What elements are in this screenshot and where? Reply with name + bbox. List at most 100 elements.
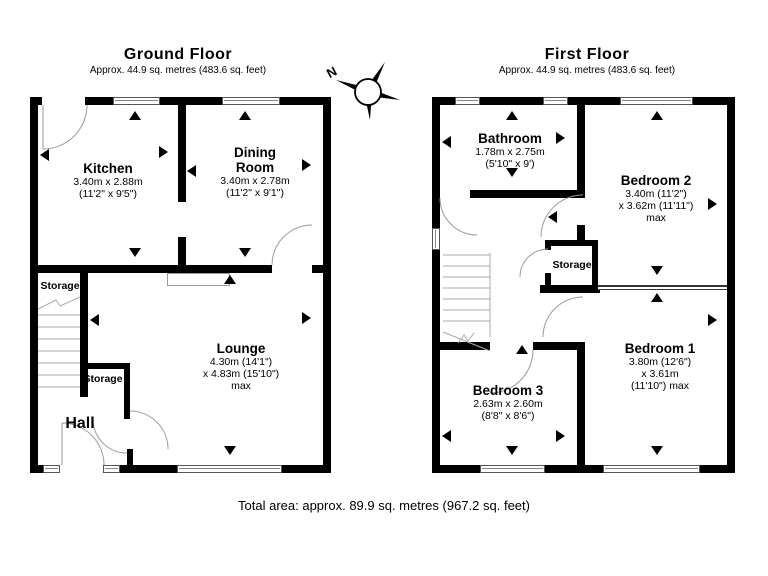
measure-arrow-icon [129,248,141,257]
first-floor-title: First Floor [544,46,630,63]
measure-arrow-icon [90,314,99,326]
bedroom2-name: Bedroom 2 [620,173,692,188]
measure-arrow-icon [239,248,251,257]
wall-segment [80,273,88,397]
door-arc [519,248,549,278]
wall-segment [127,449,133,465]
wall-segment [545,465,603,473]
measure-arrow-icon [159,146,168,158]
storage-first-floor-label: Storage [552,259,592,271]
bedroom1-dims-imperial: x 3.61m (11'10") max [630,368,690,392]
measure-arrow-icon [556,430,565,442]
thin-partition [598,285,727,290]
lounge-name: Lounge [216,341,266,356]
measure-arrow-icon [442,430,451,442]
window [432,228,440,250]
wall-segment [432,250,440,473]
wall-segment [30,97,38,473]
bathroom-dims-imperial: (5'10" x 9') [485,158,535,170]
bedroom3-dims-metric: 2.63m x 2.60m [473,398,543,410]
door-arc [129,410,169,450]
wall-segment [545,273,551,291]
measure-arrow-icon [224,446,236,455]
door-arc [92,418,128,454]
bathroom-name: Bathroom [478,131,542,146]
window [543,97,568,105]
storage-hall-label: Storage [83,373,123,385]
wall-segment [577,105,585,198]
measure-arrow-icon [506,168,518,177]
measure-arrow-icon [40,149,49,161]
wall-segment [727,97,735,473]
bedroom2-dims-metric: 3.40m (11'2") [625,188,687,200]
bedroom3-dims-imperial: (8'8" x 8'6") [481,410,535,422]
window [620,97,693,105]
door-arc [42,104,88,150]
wall-segment [480,97,543,105]
wall-segment [568,97,620,105]
ground-floor-doors-and-stairs [37,104,313,466]
window [43,465,60,473]
hall-label: Hall [65,415,95,432]
window [103,465,120,473]
bedroom1-label: Bedroom 1 3.80m (12'6") x 3.61m (11'10")… [623,341,698,392]
first-floor-subtitle: Approx. 44.9 sq. metres (483.6 sq. feet) [498,65,676,76]
dining-room-name: Dining Room [234,145,276,175]
wall-segment [432,97,440,228]
staircase [443,254,490,322]
door-arc [489,349,534,394]
staircase [38,314,80,388]
wall-segment [540,285,600,293]
measure-arrow-icon [187,165,196,177]
wall-segment [592,240,598,291]
ground-floor-subtitle: Approx. 44.9 sq. metres (483.6 sq. feet) [89,65,267,76]
bedroom2-dims-imperial: x 3.62m (11'11") max [618,200,694,224]
measure-arrow-icon [302,159,311,171]
wall-segment [693,97,735,105]
wall-segment [577,342,585,465]
window [480,465,545,473]
measure-arrow-icon [651,293,663,302]
wall-segment [80,363,130,369]
bathroom-label: Bathroom 1.78m x 2.75m (5'10" x 9') [475,131,544,170]
kitchen-dims-imperial: (11'2" x 9'5") [79,188,137,200]
kitchen-label: Kitchen 3.40m x 2.88m (11'2" x 9'5") [73,161,142,200]
wall-segment [577,225,585,241]
ground-floor-plan: Kitchen 3.40m x 2.88m (11'2" x 9'5") Din… [30,97,331,473]
wall-segment [470,190,585,198]
wall-segment [312,265,323,273]
measure-arrow-icon [506,111,518,120]
compass-circle [354,78,382,106]
wall-segment [38,265,272,273]
lounge-dims-metric: 4.30m (14'1") [209,356,273,368]
measure-arrow-icon [302,312,311,324]
bedroom1-dims-metric: 3.80m (12'6") [628,356,692,368]
front-door-arc [61,422,105,466]
wall-segment [280,97,331,105]
wall-segment [323,97,331,473]
stair-break-line [37,296,81,310]
first-floor-doors-and-stairs [439,194,584,394]
wall-segment [440,342,490,350]
bedroom3-label: Bedroom 3 2.63m x 2.60m (8'8" x 8'6") [473,383,544,422]
wall-segment [85,97,113,105]
window [603,465,700,473]
measure-arrow-icon [239,111,251,120]
wall-segment [700,465,735,473]
first-floor-plan: Bathroom 1.78m x 2.75m (5'10" x 9') Bedr… [432,97,735,473]
wall-segment [120,465,177,473]
bedroom3-name: Bedroom 3 [472,383,544,398]
compass-north-label: N [324,63,339,81]
wall-segment [160,97,222,105]
lounge-dims-imperial: x 4.83m (15'10") max [202,368,280,392]
first-floor-header: First Floor Approx. 44.9 sq. metres (483… [437,46,737,76]
bedroom1-name: Bedroom 1 [624,341,696,356]
measure-arrow-icon [548,211,557,223]
door-arc [439,197,478,236]
door-arc [540,194,584,238]
wall-segment [533,342,585,350]
measure-arrow-icon [708,198,717,210]
bedroom2-label: Bedroom 2 3.40m (11'2") x 3.62m (11'11")… [617,173,696,224]
door-arc [271,224,313,266]
wall-segment [432,97,455,105]
